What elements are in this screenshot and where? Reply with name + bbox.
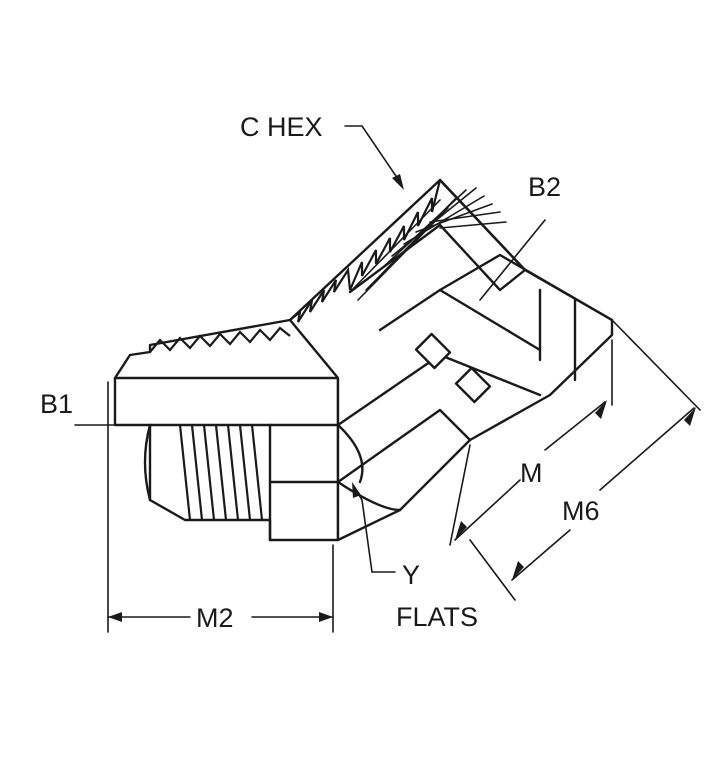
label-flats: FLATS — [396, 602, 478, 632]
label-y: Y — [402, 560, 420, 590]
label-b1: B1 — [40, 389, 73, 419]
label-c-hex: C HEX — [240, 112, 323, 142]
thread-hatching — [349, 187, 507, 301]
label-m2: M2 — [196, 603, 234, 633]
label-m6: M6 — [562, 496, 600, 526]
straight-male-end — [113, 318, 340, 542]
nose-thread-lines — [178, 424, 264, 521]
label-m: M — [520, 458, 543, 488]
angled-body — [288, 178, 614, 542]
dimension-lines — [74, 125, 701, 633]
label-b2: B2 — [528, 172, 561, 202]
